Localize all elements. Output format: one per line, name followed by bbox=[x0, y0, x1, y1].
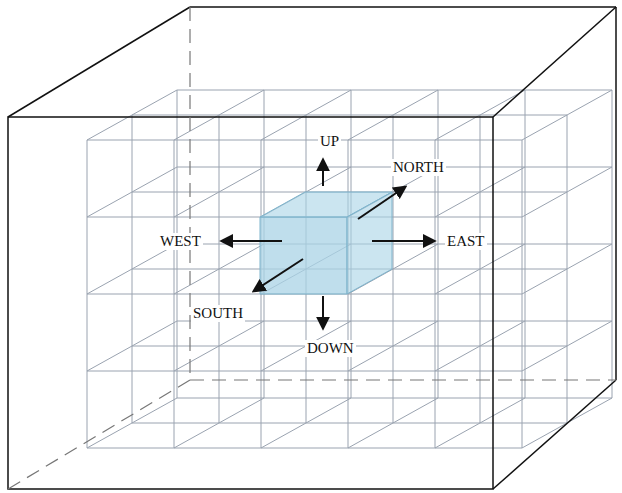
grid-line bbox=[348, 423, 393, 448]
direction-label: EAST bbox=[445, 233, 487, 250]
grid-line bbox=[393, 321, 438, 346]
grid-line bbox=[522, 192, 567, 217]
grid-line bbox=[174, 192, 219, 217]
grid-line bbox=[87, 423, 132, 448]
grid-line bbox=[219, 398, 264, 423]
center-cell bbox=[260, 192, 392, 294]
grid-line bbox=[132, 423, 567, 424]
grid-line bbox=[567, 90, 612, 115]
grid-line bbox=[435, 346, 480, 371]
grid-line bbox=[435, 192, 480, 217]
grid-line bbox=[567, 321, 612, 346]
direction-label: SOUTH bbox=[191, 305, 245, 322]
grid-line bbox=[567, 167, 612, 192]
direction-label: UP bbox=[318, 133, 341, 150]
grid-line bbox=[393, 244, 438, 269]
grid-line bbox=[393, 90, 438, 115]
grid-line bbox=[480, 398, 525, 423]
grid-line bbox=[87, 269, 132, 294]
grid-line bbox=[219, 167, 264, 192]
grid-line bbox=[261, 346, 306, 371]
grid-line bbox=[348, 115, 393, 140]
grid-line bbox=[522, 269, 567, 294]
grid-line bbox=[219, 244, 264, 269]
grid-line bbox=[174, 346, 219, 371]
grid-line bbox=[87, 448, 522, 449]
grid-line bbox=[480, 244, 525, 269]
grid-line bbox=[522, 115, 567, 140]
grid-line bbox=[132, 321, 177, 346]
grid-line bbox=[87, 140, 522, 141]
grid-line bbox=[435, 115, 480, 140]
grid-line bbox=[393, 398, 438, 423]
grid-line bbox=[306, 167, 351, 192]
grid-line bbox=[174, 269, 219, 294]
grid-line bbox=[87, 371, 522, 372]
grid-line bbox=[87, 346, 132, 371]
grid-line bbox=[132, 398, 177, 423]
direction-label: WEST bbox=[158, 233, 203, 250]
grid-line bbox=[567, 244, 612, 269]
grid-line bbox=[177, 244, 612, 245]
grid-line bbox=[435, 423, 480, 448]
grid-line bbox=[87, 115, 132, 140]
grid-line bbox=[261, 423, 306, 448]
grid-line bbox=[522, 346, 567, 371]
outer-cube bbox=[8, 7, 616, 489]
grid-line bbox=[177, 398, 612, 399]
grid-line bbox=[132, 90, 177, 115]
direction-arrows bbox=[222, 160, 434, 328]
grid-line bbox=[219, 90, 264, 115]
hidden-edges bbox=[8, 7, 616, 489]
direction-label: NORTH bbox=[391, 159, 446, 176]
grid-line bbox=[306, 90, 351, 115]
grid-line bbox=[87, 192, 132, 217]
grid-line bbox=[219, 321, 264, 346]
grid-line bbox=[261, 115, 306, 140]
direction-label: DOWN bbox=[305, 340, 356, 357]
grid-line bbox=[306, 398, 351, 423]
grid-line bbox=[435, 269, 480, 294]
grid-line bbox=[174, 423, 219, 448]
grid-line bbox=[177, 90, 612, 91]
grid-line bbox=[480, 167, 525, 192]
grid-line bbox=[567, 398, 612, 423]
grid-line bbox=[132, 115, 567, 116]
grid-line bbox=[174, 115, 219, 140]
grid-line bbox=[132, 167, 177, 192]
grid-line bbox=[480, 321, 525, 346]
